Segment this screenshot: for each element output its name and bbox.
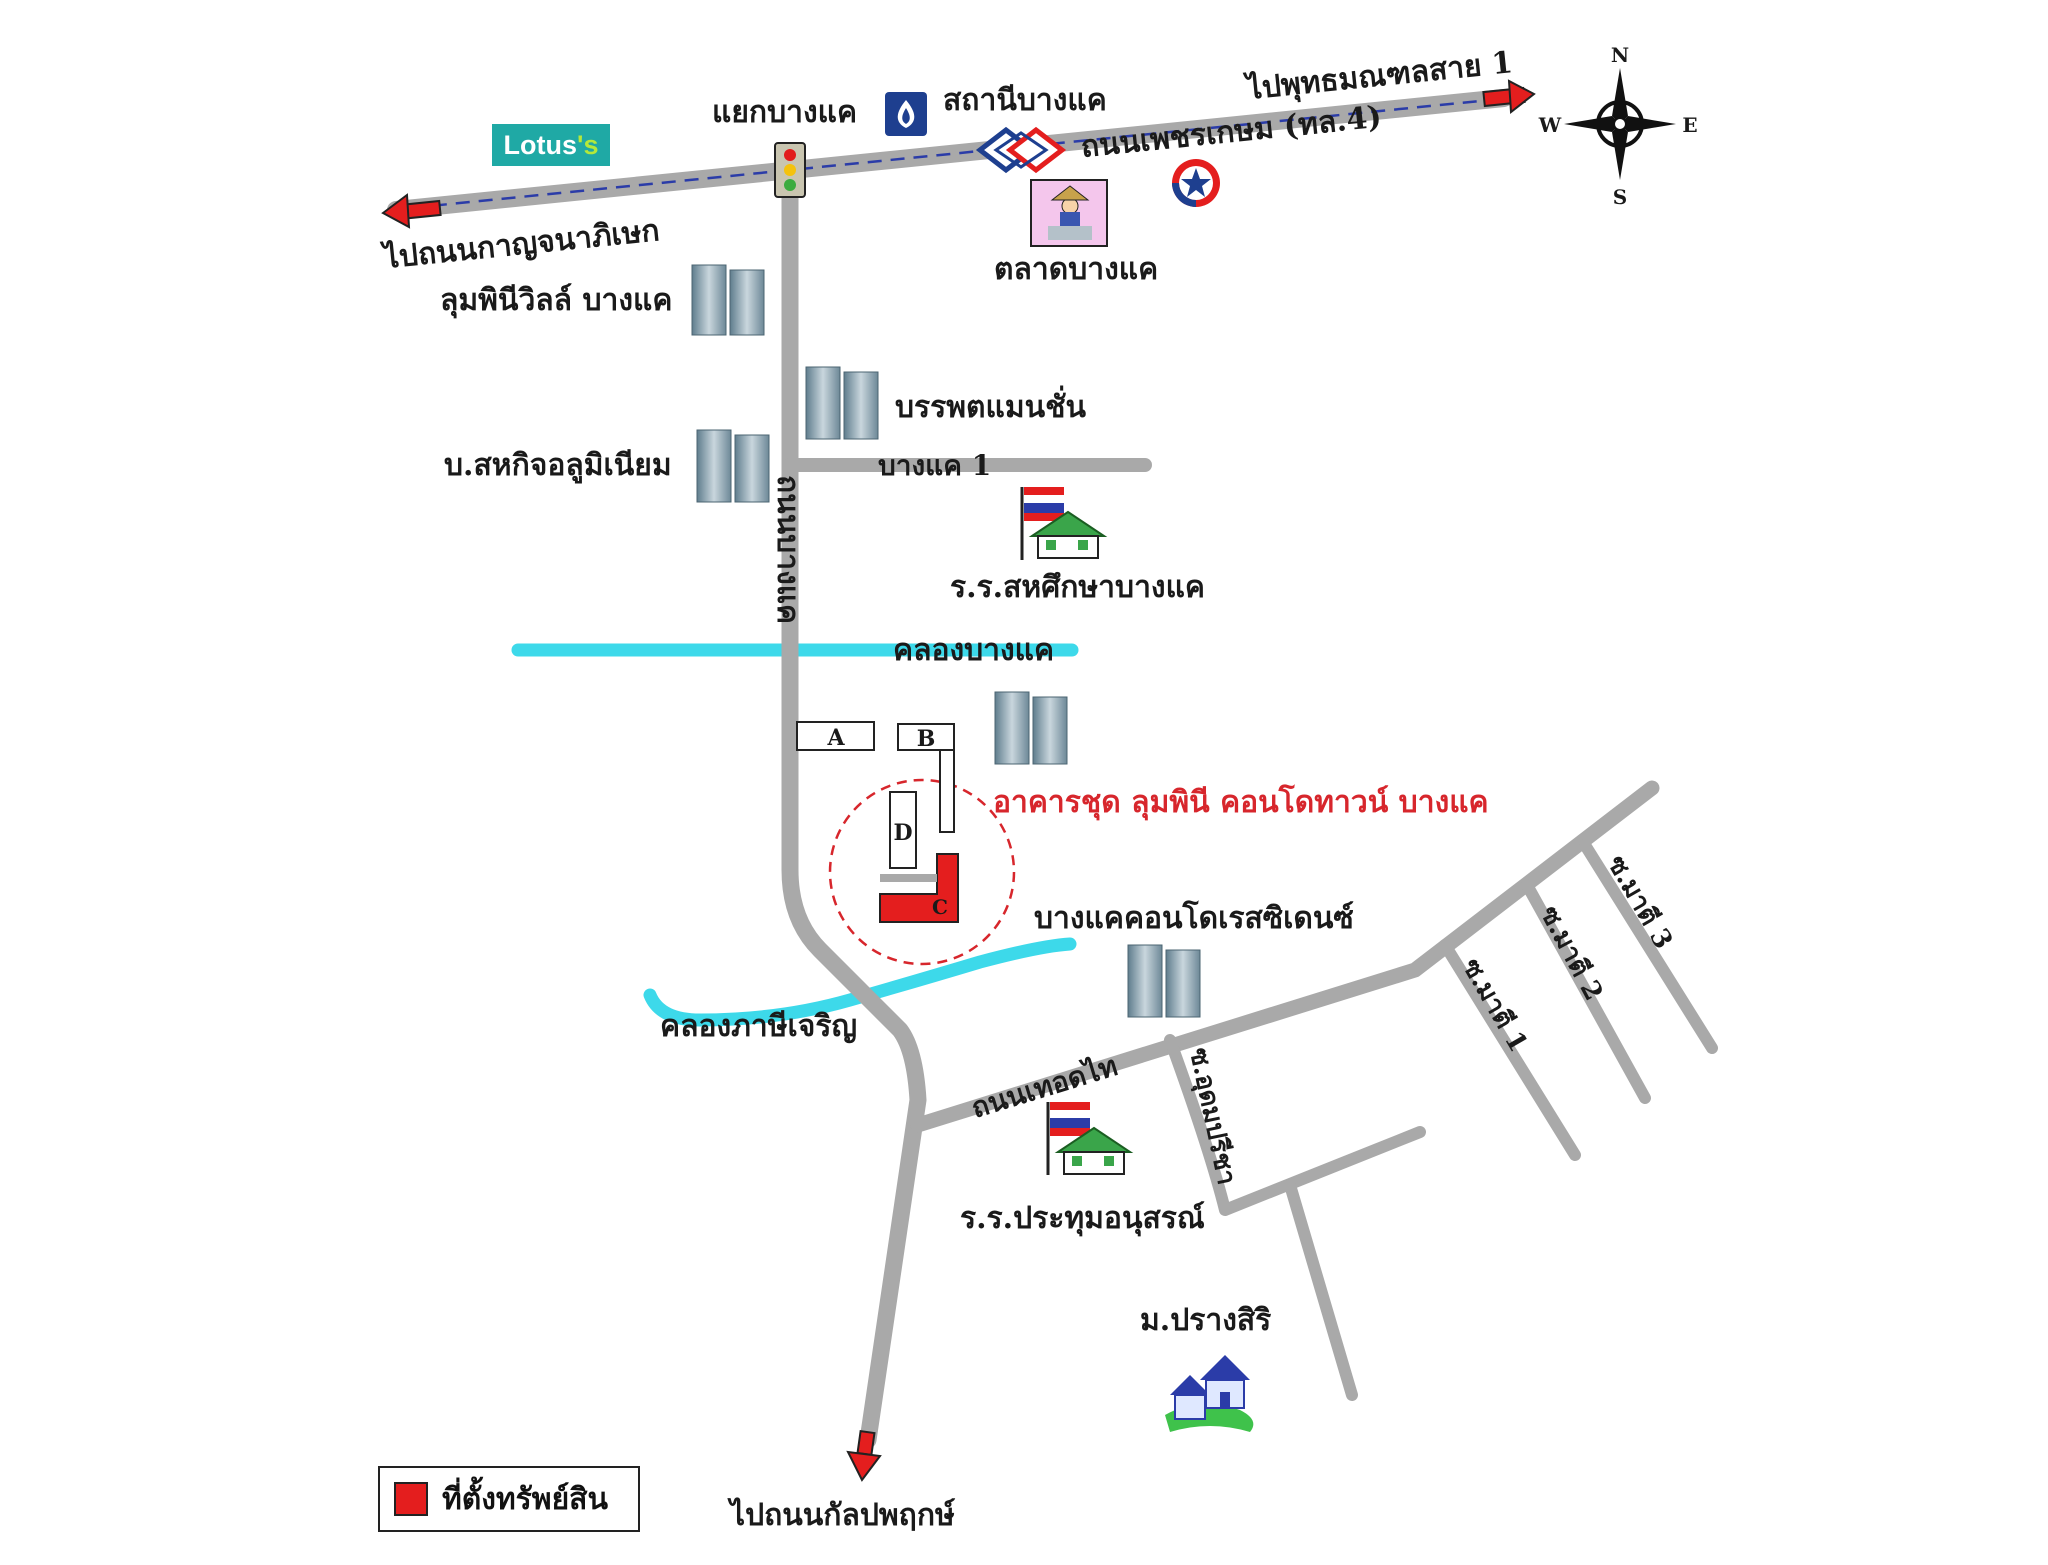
gas-station-icon [1172, 159, 1220, 207]
soi-mati-2-label: ซ.มาตี 2 [1534, 901, 1609, 1006]
direction-arrows [381, 79, 1536, 1482]
building-b: B [897, 723, 955, 833]
traffic-light-icon [774, 142, 806, 198]
main-soi-road [781, 167, 927, 1449]
main-soi-label: ถนนบางแค [770, 475, 805, 624]
building-a: A [796, 721, 875, 751]
compass-north: N [1611, 43, 1629, 67]
building-c-subject: C [879, 853, 959, 923]
market-label: ตลาดบางแค [994, 252, 1158, 287]
bang-khae-junction-label: แยกบางแค [712, 95, 857, 130]
thoet-thai-road [910, 780, 1660, 1133]
phetkasem-road-label: ถนนเพชรเกษม (ทล.4) [1079, 100, 1383, 165]
property-title-label: อาคารชุด ลุมพินี คอนโดทาวน์ บางแค [993, 783, 1489, 821]
svg-text:B: B [917, 726, 936, 752]
bts-station-icon [975, 126, 1067, 174]
legend-property-label: ที่ตั้งทรัพย์สิน [442, 1481, 608, 1517]
arrow-to-kanlapaphruek [846, 1430, 882, 1482]
compass-west: W [1538, 113, 1562, 137]
property-radius-circle [828, 778, 1016, 966]
svg-text:A: A [826, 725, 845, 751]
school-prathum-label: ร.ร.ประทุมอนุสรณ์ [960, 1201, 1205, 1237]
to-kanchanaphisek-label: ไปถนนกาญจนาภิเษก [379, 212, 661, 276]
thoet-thai-label: ถนนเทอดไท [967, 1049, 1121, 1125]
arrow-to-phutthamonthon [1482, 79, 1536, 114]
soi-mati-3-road [1579, 839, 1718, 1054]
village-prang-siri-label: ม.ปรางสิริ [1140, 1303, 1271, 1338]
banphot-mansion-label: บรรพตแมนชั่น [895, 385, 1087, 425]
prang-siri-road [1284, 1179, 1358, 1401]
khlong-bang-khae-label: คลองบางแค [893, 633, 1054, 668]
to-kanlapaphruek-label: ไปถนนกัลปพฤกษ์ [727, 1497, 955, 1533]
village-houses-icon [1165, 1355, 1254, 1432]
school-prathum-icon [1046, 1102, 1134, 1175]
khlong-phasi-charoen-label: คลองภาษีเจริญ [660, 1009, 857, 1044]
legend-property-swatch [394, 1482, 428, 1516]
arrow-to-kanchanaphisek [381, 193, 442, 229]
bts-station-label: สถานีบางแค [943, 83, 1107, 118]
school-sahasueksa-icon [1020, 487, 1108, 560]
condo-residence-building-icon [1127, 944, 1201, 1018]
lotus-logo: Lotus's [492, 124, 610, 166]
nearby-building-icon [994, 691, 1068, 765]
banphot-mansion-building-icon [805, 366, 879, 440]
compass-east: E [1682, 113, 1697, 137]
map-legend: ที่ตั้งทรัพย์สิน [378, 1466, 640, 1532]
phetkasem-centerline [409, 98, 1491, 210]
compass-rose-icon [1564, 68, 1676, 180]
lumpini-ville-building-icon [691, 264, 765, 336]
soi-mati-2-road [1521, 879, 1651, 1104]
soi-udom-pracha-road [1164, 1034, 1426, 1216]
school-sahasueksa-label: ร.ร.สหศึกษาบางแค [950, 570, 1205, 605]
khlong-phasi-charoen-line [643, 937, 1077, 1027]
market-icon [1030, 179, 1108, 247]
condo-residence-label: บางแคคอนโดเรสซิเดนซ์ [1034, 899, 1354, 936]
roads [387, 89, 1718, 1449]
soi-mati-1-road [1439, 939, 1581, 1161]
property-site: A B D C [796, 721, 1016, 966]
compass-south: S [1613, 185, 1627, 209]
sahakit-label: บ.สหกิจอลูมิเนียม [444, 448, 672, 484]
soi-mati-1-label: ซ.มาตี 1 [1456, 954, 1533, 1058]
svg-text:C: C [932, 895, 948, 919]
sahakit-building-icon [696, 429, 770, 503]
building-d: D [889, 791, 917, 869]
bank-icon [885, 92, 927, 136]
lumpini-ville-label: ลุมพินีวิลล์ บางแค [440, 283, 672, 319]
soi-bang-khae-1-label: บางแค 1 [878, 449, 991, 482]
svg-text:D: D [893, 820, 912, 846]
